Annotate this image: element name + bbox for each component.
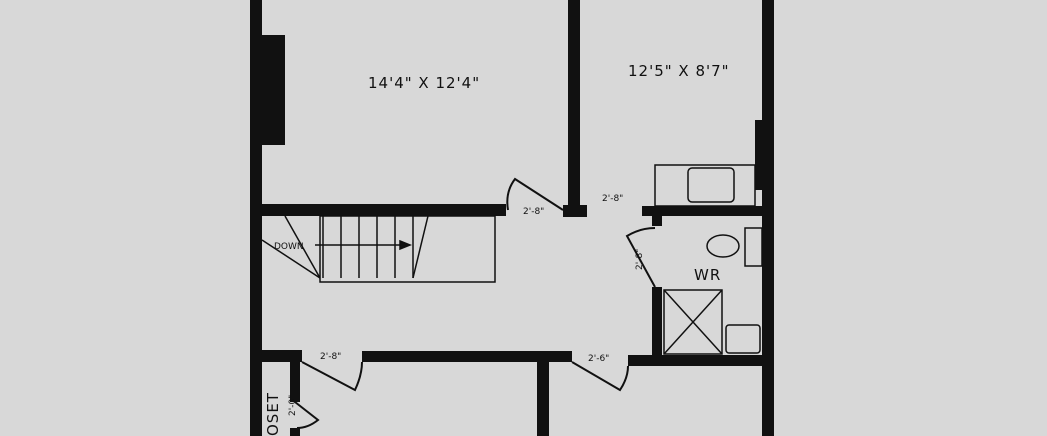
sink-icon (687, 167, 735, 203)
bedroom-1-size: 14'4" X 12'4" (368, 74, 480, 92)
lower-left-door-width: 2'-8" (320, 352, 341, 362)
lower-wall-right (628, 355, 762, 366)
shower-icon (663, 289, 723, 355)
bath-top-wall (642, 206, 762, 216)
bedroom-2-door-width: 2'-8" (602, 194, 623, 204)
left-outer-wall (250, 0, 262, 436)
closet-wall-low (290, 428, 300, 436)
lower-wall-mid (362, 351, 572, 362)
washroom-door-swing (625, 227, 656, 288)
washroom-door-width: 2'-8" (635, 249, 645, 270)
stairs (261, 215, 496, 283)
stair-outline (319, 215, 496, 283)
toilet-icon (706, 234, 740, 258)
bedroom-1-door-swing (506, 177, 564, 211)
walls (250, 0, 774, 436)
right-outer-wall (762, 0, 774, 436)
lower-right-door-swing (571, 361, 629, 392)
closet-door-swing (294, 401, 320, 429)
bath-left-wall (652, 287, 662, 357)
bedroom-1-door-width: 2'-8" (523, 207, 544, 217)
middle-wall-end (563, 205, 587, 217)
closet-label: OSET (264, 392, 282, 436)
lower-wall-left (262, 350, 302, 362)
bath-left-wall-top (652, 216, 662, 226)
sink-counter (654, 164, 756, 207)
stairs-label: DOWN (274, 242, 304, 252)
closet-door-width: 2'-0" (288, 395, 298, 416)
lower-right-door-width: 2'-6" (588, 354, 609, 364)
stair-top-wall (262, 204, 506, 216)
lower-partition (537, 362, 549, 436)
doors (294, 177, 656, 429)
washroom-label: WR (694, 266, 721, 284)
closet-wall (290, 362, 300, 402)
vanity-sink-icon (725, 324, 761, 354)
toilet-tank-icon (744, 227, 763, 267)
middle-wall (568, 0, 580, 210)
right-wall-block (755, 120, 765, 190)
fixtures (654, 164, 763, 355)
lower-left-door-swing (301, 361, 363, 392)
bedroom-2-size: 12'5" X 8'7" (628, 62, 730, 80)
chimney-block (262, 35, 285, 145)
